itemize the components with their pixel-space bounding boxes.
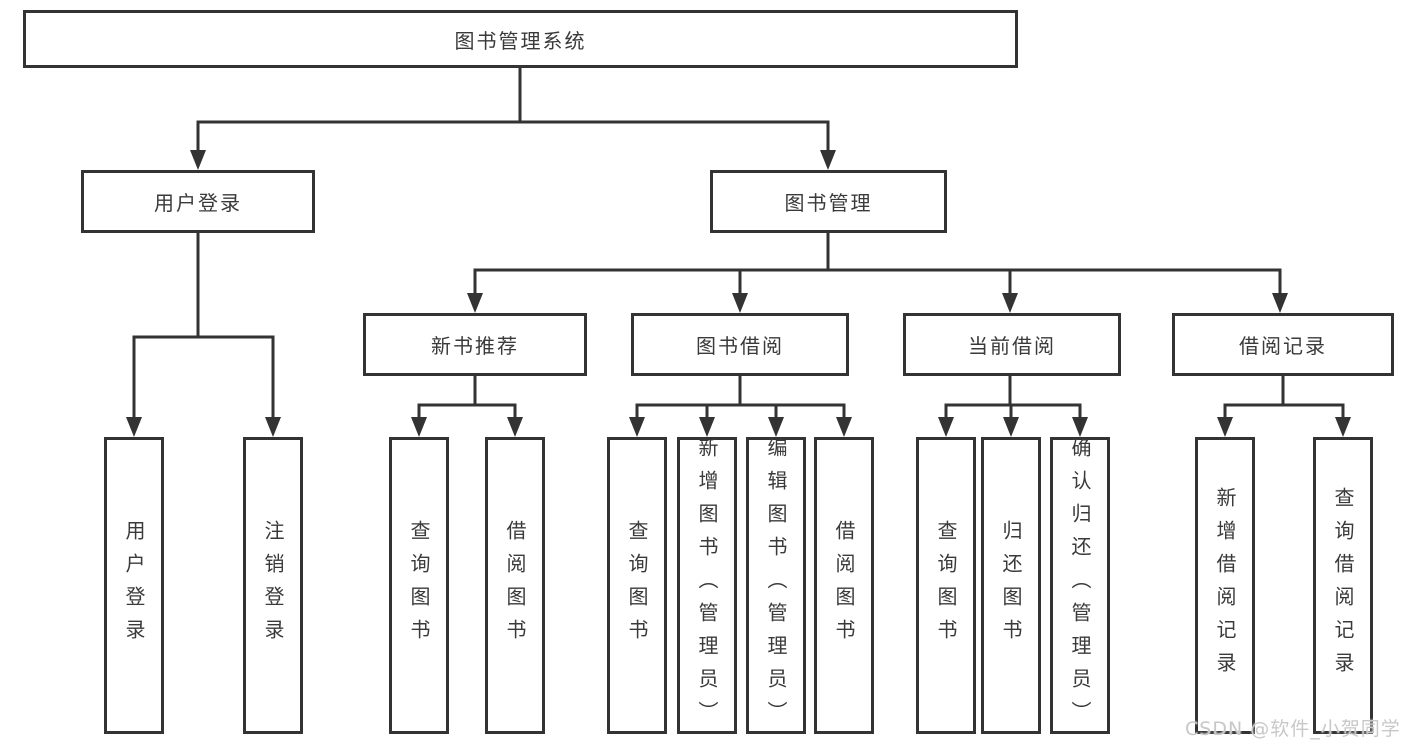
arrowhead [732,293,748,313]
node-new-book-recommendation: 新书推荐 [363,313,587,376]
leaf-query-books-current: 查询图书 [916,437,976,734]
arrowhead [836,417,852,437]
leaf-borrow-books-recommend: 借阅图书 [485,437,545,734]
leaf-query-books-borrowing: 查询图书 [607,437,667,734]
arrowhead [1335,417,1351,437]
arrowhead [126,417,142,437]
leaf-label: 归还图书 [999,519,1023,652]
leaf-edit-books-admin: 编辑图书（管理员） [746,437,806,734]
arrowhead [411,417,427,437]
arrowhead [768,417,784,437]
csdn-watermark: CSDN @软件_小贺同学 [1185,718,1401,740]
leaf-label: 确认归还（管理员） [1068,437,1092,734]
leaf-label: 查询图书 [934,519,958,652]
node-book-borrowing: 图书借阅 [631,313,849,376]
leaf-label: 查询图书 [407,519,431,652]
arrowhead [699,417,715,437]
leaf-label: 用户登录 [122,519,146,652]
node-user-login: 用户登录 [81,170,315,233]
leaf-user-login: 用户登录 [104,437,164,734]
node-library-management-system: 图书管理系统 [23,10,1018,68]
leaf-label: 新增借阅记录 [1213,486,1237,685]
leaf-label: 查询借阅记录 [1331,486,1355,685]
leaf-label: 查询图书 [625,519,649,652]
leaf-add-borrow-record: 新增借阅记录 [1195,437,1255,734]
node-current-borrowing: 当前借阅 [903,313,1121,376]
leaf-label: 新增图书（管理员） [695,437,719,734]
node-book-management: 图书管理 [710,170,947,233]
leaf-label: 借阅图书 [503,519,527,652]
arrowhead [1272,293,1288,313]
leaf-confirm-return-admin: 确认归还（管理员） [1050,437,1110,734]
arrowhead [938,417,954,437]
arrowhead [820,150,836,170]
leaf-add-books-admin: 新增图书（管理员） [677,437,737,734]
arrowhead [1217,417,1233,437]
arrowhead [1072,417,1088,437]
arrowhead [1002,293,1018,313]
node-borrowing-records: 借阅记录 [1172,313,1394,376]
leaf-return-books: 归还图书 [981,437,1041,734]
leaf-logout: 注销登录 [243,437,303,734]
arrowhead [629,417,645,437]
leaf-label: 编辑图书（管理员） [764,437,788,734]
leaf-query-borrow-record: 查询借阅记录 [1313,437,1373,734]
leaf-label: 注销登录 [261,519,285,652]
arrowhead [190,150,206,170]
arrowhead [265,417,281,437]
arrowhead [507,417,523,437]
arrowhead [467,293,483,313]
leaf-query-books-recommend: 查询图书 [389,437,449,734]
leaf-borrow-books: 借阅图书 [814,437,874,734]
leaf-label: 借阅图书 [832,519,856,652]
arrowhead [1003,417,1019,437]
